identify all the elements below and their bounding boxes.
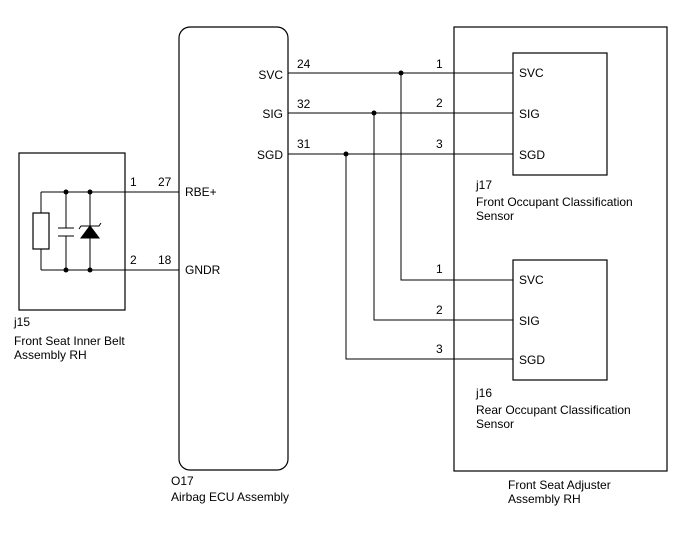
ecu-pin-gndr-num: 18 <box>158 253 172 267</box>
ecu-pin-sgd-num: 31 <box>297 137 311 151</box>
ecu-pin-rbe-label: RBE+ <box>185 185 217 199</box>
belt-name-line1: Front Seat Inner Belt <box>14 334 125 348</box>
resistor-icon <box>32 212 50 250</box>
front-sensor-box <box>512 52 608 176</box>
rear-sensor-pin-sgd-label: SGD <box>519 353 545 367</box>
wire-svc-rear <box>400 73 513 281</box>
front-sensor-code: j17 <box>475 178 492 192</box>
rear-sensor-pin-sgd-num: 3 <box>436 342 443 356</box>
wire-sgd-rear <box>345 154 513 360</box>
front-sensor-pin-sgd-num: 3 <box>436 137 443 151</box>
front-sensor-pin-sgd-label: SGD <box>519 148 545 162</box>
ecu-pin-svc-num: 24 <box>297 57 311 71</box>
ecu-pin-gndr-label: GNDR <box>185 263 221 277</box>
ecu-name: Airbag ECU Assembly <box>171 490 289 504</box>
ecu-pin-sig-label: SIG <box>262 107 283 121</box>
belt-pin-rbe-num: 1 <box>130 175 137 189</box>
airbag-ecu-box <box>178 26 289 471</box>
rear-sensor-code: j16 <box>475 386 492 400</box>
sensor-wiring <box>288 70 513 360</box>
belt-code: j15 <box>13 315 30 329</box>
rear-sensor-pin-svc-label: SVC <box>519 273 544 287</box>
belt-internal-circuit <box>32 189 179 273</box>
adjuster-name-line1: Front Seat Adjuster <box>508 478 611 492</box>
rear-sensor-pin-sig-num: 2 <box>436 303 443 317</box>
rear-sensor-name-line2: Sensor <box>476 417 514 431</box>
belt-name-line2: Assembly RH <box>14 348 87 362</box>
front-sensor-pin-svc-num: 1 <box>436 57 443 71</box>
rear-sensor-pin-sig-label: SIG <box>519 314 540 328</box>
belt-pin-gndr-num: 2 <box>130 253 137 267</box>
front-sensor-name-line2: Sensor <box>476 209 514 223</box>
ecu-pin-sig-num: 32 <box>297 97 311 111</box>
ecu-pin-sgd-label: SGD <box>257 148 283 162</box>
ecu-code: O17 <box>171 474 194 488</box>
rear-sensor-name-line1: Rear Occupant Classification <box>476 403 631 417</box>
wire-sig-rear <box>373 113 513 321</box>
ecu-pin-rbe-num: 27 <box>158 175 172 189</box>
front-sensor-pin-sig-label: SIG <box>519 107 540 121</box>
adjuster-name-line2: Assembly RH <box>508 492 581 506</box>
ecu-pin-svc-label: SVC <box>258 68 283 82</box>
front-sensor-name-line1: Front Occupant Classification <box>476 195 633 209</box>
rear-sensor-pin-svc-num: 1 <box>436 262 443 276</box>
front-sensor-pin-svc-label: SVC <box>519 66 544 80</box>
front-sensor-pin-sig-num: 2 <box>436 96 443 110</box>
